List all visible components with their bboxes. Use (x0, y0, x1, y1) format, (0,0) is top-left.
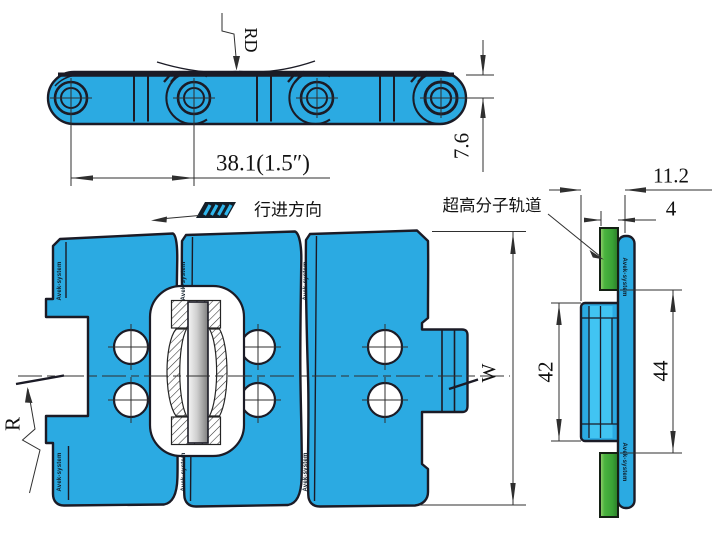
brand-stamp: Avek-system (57, 452, 63, 492)
pitch-dimension (70, 100, 330, 186)
wear-strip-top (599, 227, 619, 291)
side-view (547, 187, 712, 518)
rail-gap-dimension-label: 44 (648, 360, 673, 382)
hub-height-dimension (551, 302, 581, 442)
hinge-pin (187, 301, 209, 444)
brand-stamp: Avek-system (57, 261, 63, 301)
pitch-dimension-label: 38.1(1.5″) (216, 150, 310, 176)
brand-stamp: Avek-system (621, 442, 627, 482)
brand-stamp: Avek-system (303, 261, 309, 301)
hub-height-dimension-label: 42 (533, 361, 558, 383)
radius-label: R (0, 416, 25, 432)
plate-holes (108, 324, 408, 423)
brand-stamp: Avek-system (621, 257, 627, 297)
brand-stamp: Avek-system (181, 261, 187, 301)
rd-label: RD (241, 27, 261, 53)
rail-thickness-dimension-label: 4 (665, 196, 677, 221)
wear-strip-bottom (599, 452, 619, 518)
rail-gap-dimension (620, 289, 682, 454)
width-label: W (478, 363, 500, 383)
track-label: 超高分子轨道 (442, 195, 542, 215)
rd-leader-arrow (221, 13, 240, 71)
brand-stamp: Avek-system (181, 452, 187, 492)
hinge-section-cutaway (148, 284, 246, 458)
hub-width-dimension-label: 11.2 (653, 163, 689, 188)
hub-width-dimension (549, 187, 712, 301)
rail-thickness-dimension (584, 211, 656, 226)
width-dimension (420, 231, 526, 506)
travel-direction-label: 行进方向 (254, 200, 322, 220)
brand-stamp: Avek-system (303, 452, 309, 492)
top-view (46, 13, 494, 186)
track-leader-arrow (547, 213, 604, 260)
plan-view (15, 229, 526, 508)
travel-direction-icon (151, 202, 236, 223)
radius-annotation (15, 374, 65, 494)
plate-height-dimension (466, 40, 494, 172)
plate-height-dimension-label: 7.6 (449, 132, 474, 160)
